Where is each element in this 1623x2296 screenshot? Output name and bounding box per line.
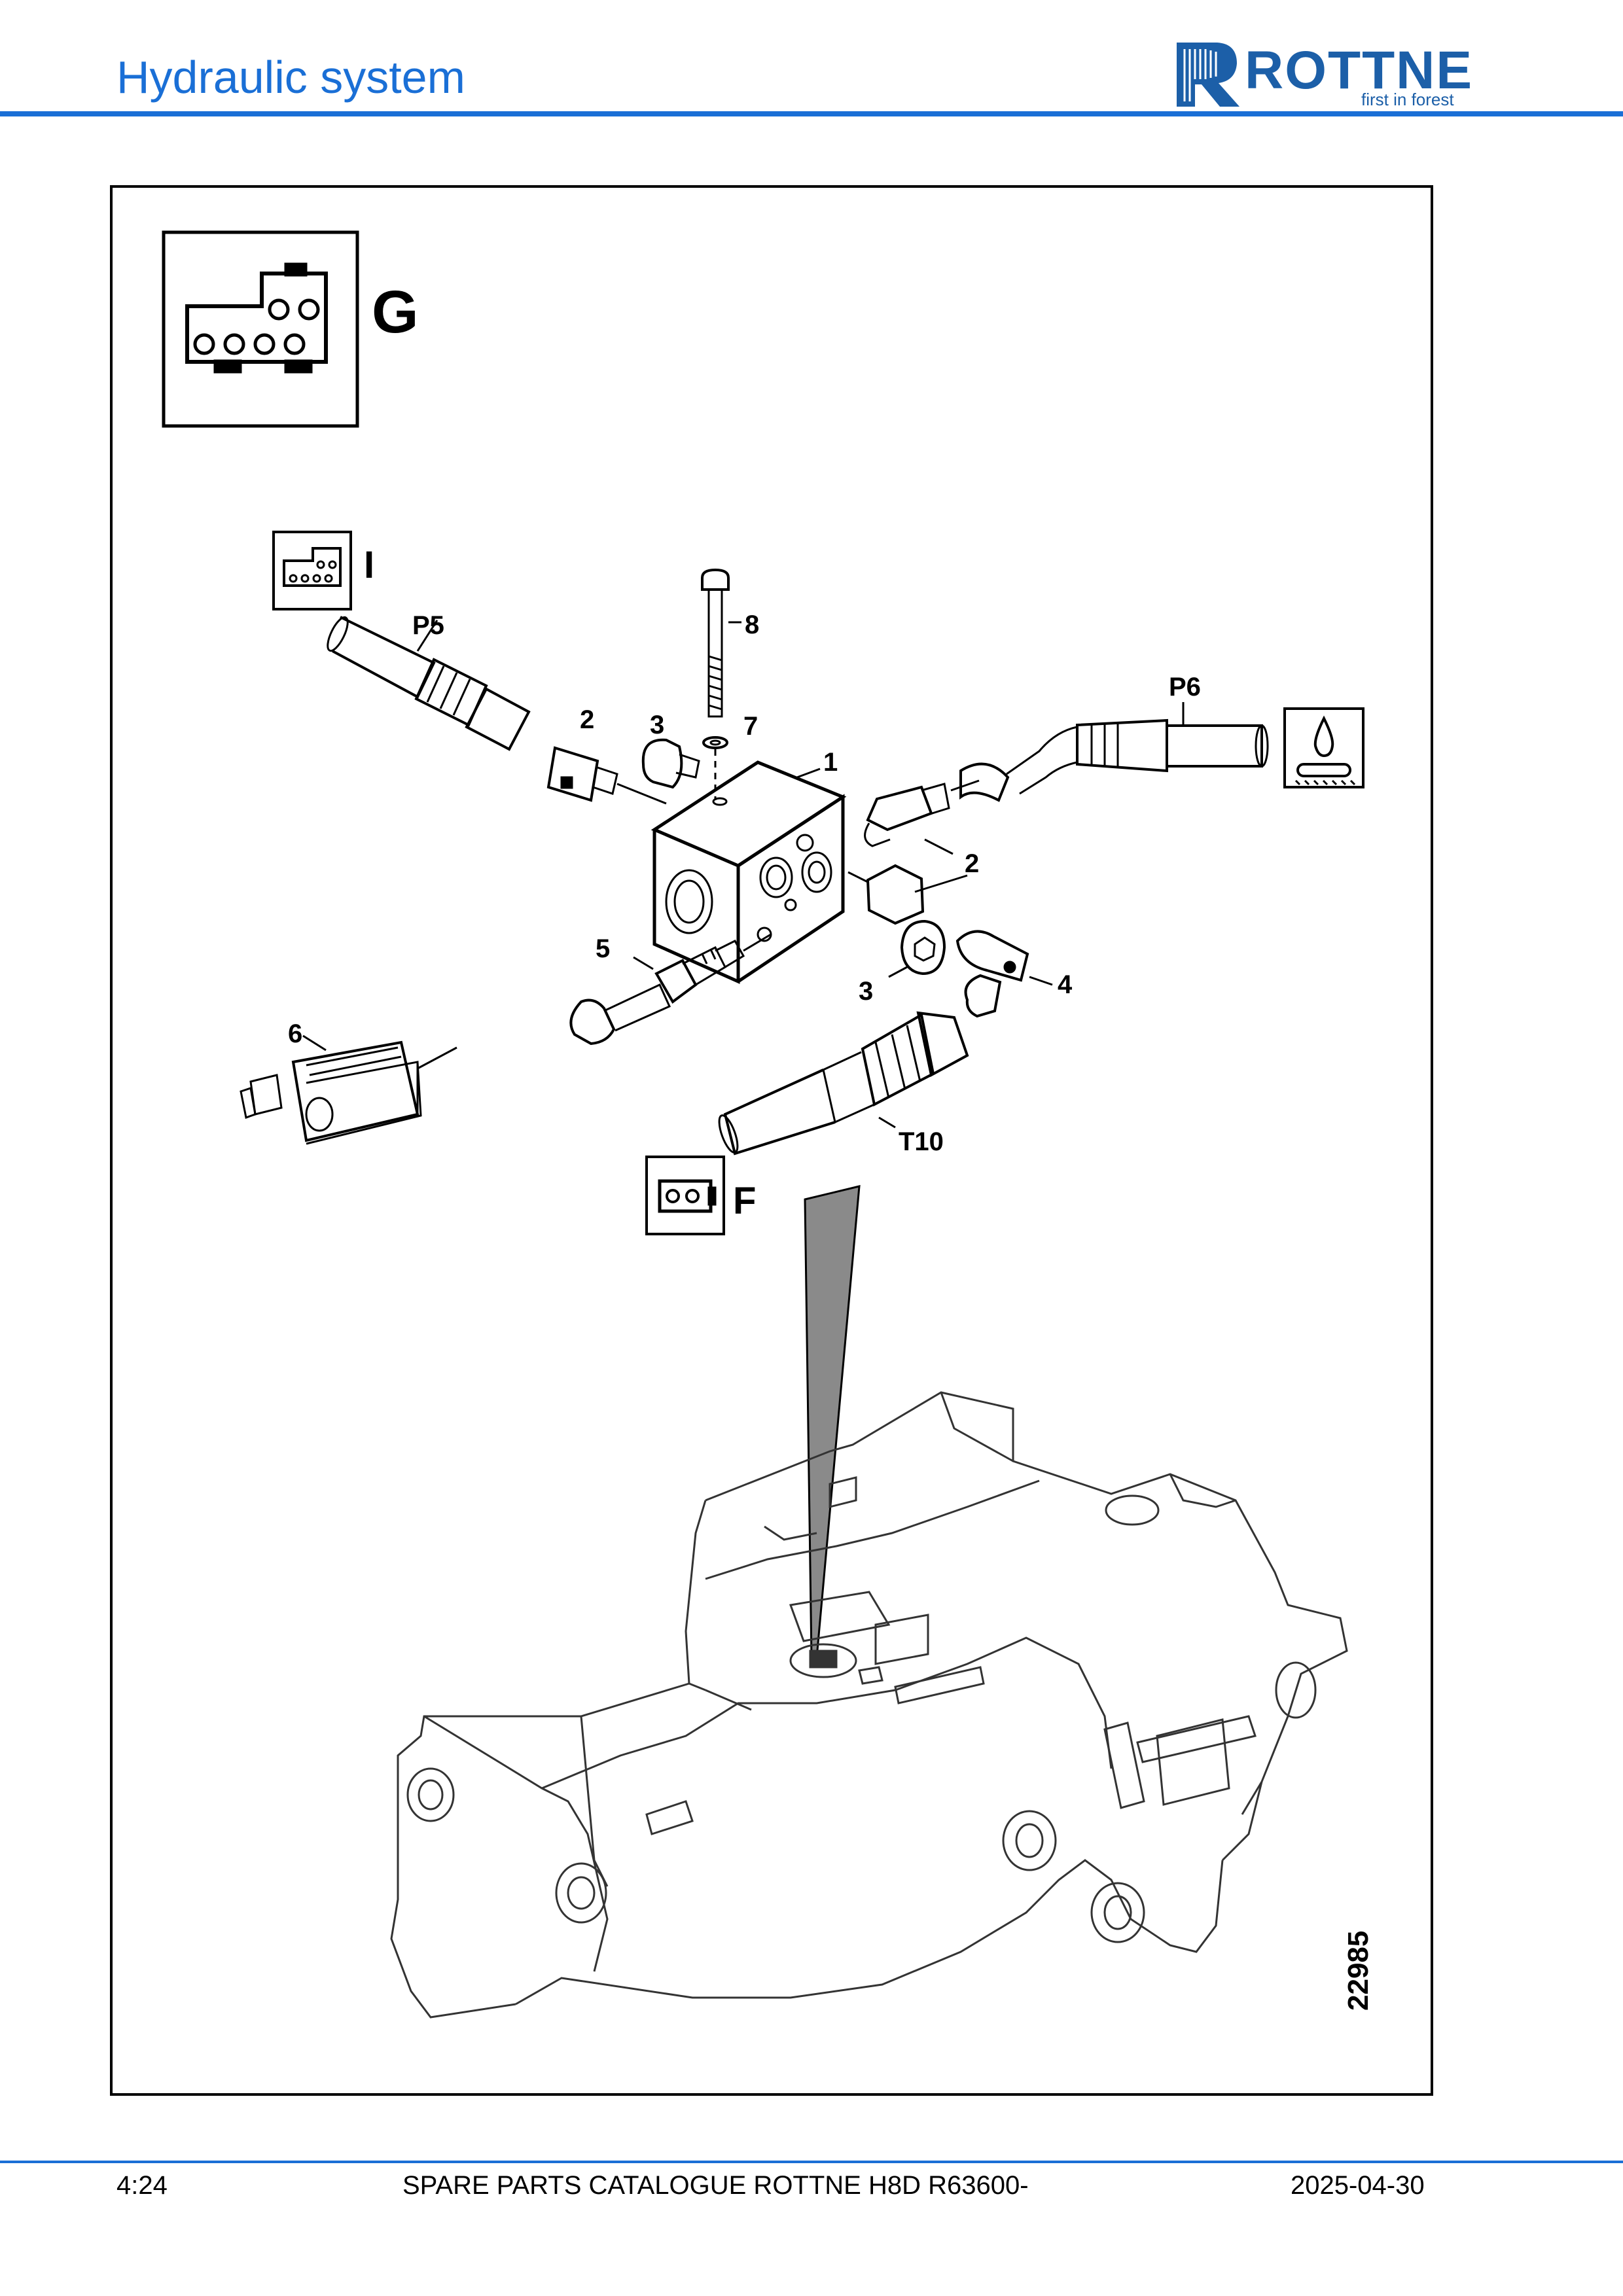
callout-2-left: 2 — [580, 705, 594, 734]
callout-8: 8 — [745, 610, 759, 639]
exploded-parts-diagram: G I P5 2 3 8 7 — [162, 230, 1374, 2019]
fitting-2-upper-right — [864, 779, 980, 847]
valve-block-1 — [651, 760, 847, 984]
connector-label-g: G — [372, 279, 419, 345]
location-indicator — [804, 1185, 861, 1659]
logo-wordmark: ROTTNE — [1245, 41, 1474, 100]
catalogue-date: 2025-04-30 — [1291, 2171, 1425, 2200]
callout-1: 1 — [823, 748, 838, 777]
callout-3-bottom: 3 — [859, 977, 873, 1006]
fitting-2-lower-right — [847, 864, 968, 925]
hose-t10 — [718, 1011, 969, 1156]
plug-3-top — [641, 738, 700, 789]
callout-6: 6 — [288, 1019, 302, 1048]
leader-2-upper — [924, 838, 954, 855]
bolt-8 — [701, 568, 741, 800]
connector-6-pin-icon — [272, 531, 352, 610]
connector-6-pin-icon — [162, 230, 359, 428]
machine-frame-illustration — [390, 1391, 1348, 2019]
hose-p6 — [959, 702, 1269, 802]
catalogue-title: SPARE PARTS CATALOGUE ROTTNE H8D R63600- — [402, 2171, 1029, 2200]
hose-label-p5: P5 — [412, 611, 444, 640]
header-rule — [0, 111, 1623, 116]
callout-2-right: 2 — [965, 849, 979, 878]
plug-3-bottom — [888, 919, 946, 978]
connector-label-i: I — [364, 544, 374, 586]
logo-tagline: first in forest — [1361, 90, 1454, 109]
drawing-number: 22985 — [1342, 1931, 1374, 2011]
oil-chain-lubrication-icon — [1283, 707, 1364, 788]
hose-label-p6: P6 — [1169, 673, 1201, 701]
callout-7: 7 — [743, 712, 758, 741]
hose-p5 — [327, 616, 531, 751]
diagram-frame — [110, 185, 1433, 2096]
fitting-2-left — [546, 746, 667, 805]
rottne-logo: ROTTNE first in forest — [1171, 36, 1512, 111]
hose-label-t10: T10 — [899, 1127, 944, 1156]
callout-5: 5 — [596, 934, 610, 963]
callout-3-top: 3 — [650, 711, 664, 739]
page-number: 4:24 — [116, 2171, 168, 2200]
page-title: Hydraulic system — [116, 52, 465, 103]
solenoid-coil-6 — [240, 1034, 457, 1145]
rottne-r-emblem-icon — [1177, 43, 1240, 107]
connector-label-f: F — [733, 1180, 756, 1222]
footer-rule — [0, 2161, 1623, 2163]
connector-2-pin-icon — [645, 1156, 725, 1235]
callout-4: 4 — [1058, 970, 1073, 999]
elbow-4 — [955, 930, 1053, 1018]
fitting-5 — [569, 933, 772, 1046]
